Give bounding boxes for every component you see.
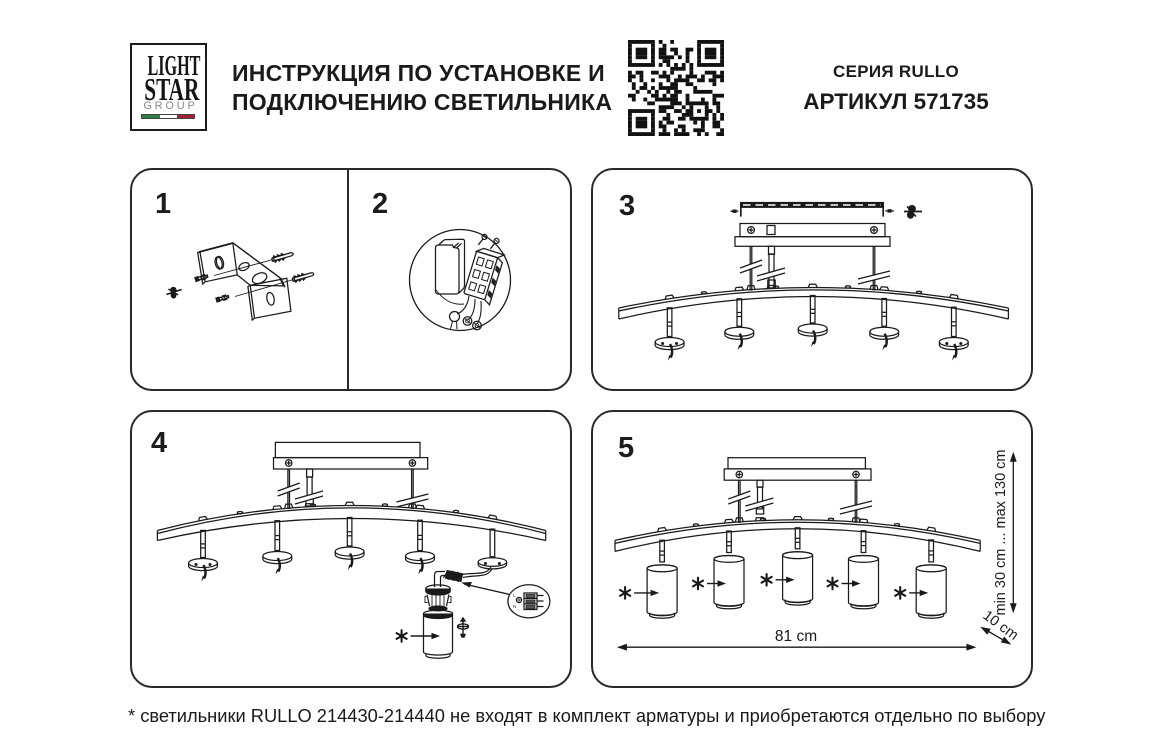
svg-text:N: N xyxy=(513,604,516,609)
svg-text:L: L xyxy=(513,593,516,598)
svg-text:81 cm: 81 cm xyxy=(775,628,817,645)
svg-text:min 30 cm ... max 130 cm: min 30 cm ... max 130 cm xyxy=(993,450,1009,616)
